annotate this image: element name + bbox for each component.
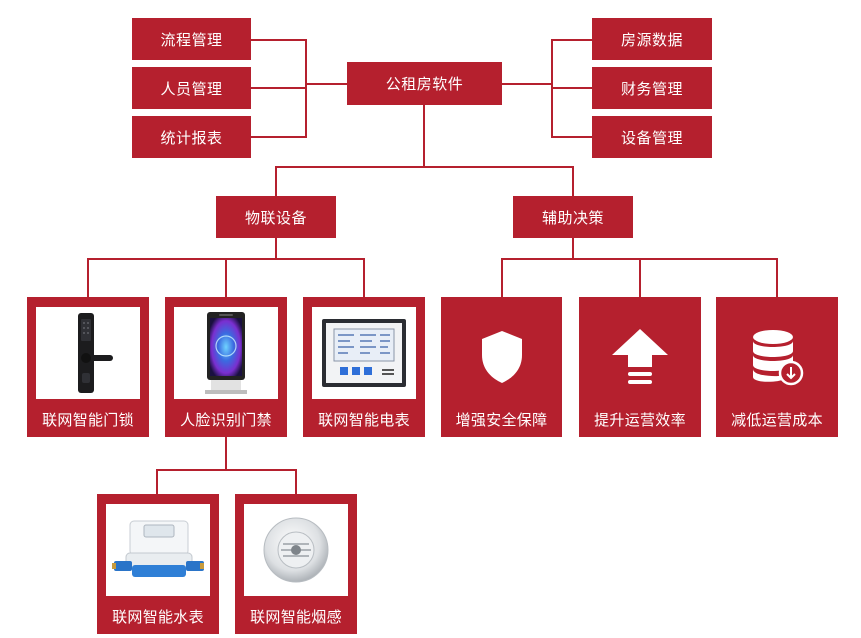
module-flow-management: 流程管理 [132,18,251,60]
decision-label: 减低运营成本 [731,410,823,429]
module-device-management: 设备管理 [592,116,712,158]
module-housing-data: 房源数据 [592,18,712,60]
decision-card-security: 增强安全保障 [441,297,562,437]
decision-label: 增强安全保障 [455,410,548,429]
branch-iot-devices: 物联设备 [216,196,336,238]
smoke-detector-image [263,517,329,583]
module-label: 房源数据 [620,30,683,49]
branch-decision-support: 辅助决策 [513,196,633,238]
module-label: 流程管理 [160,30,223,49]
decision-icon-area [579,315,701,399]
module-statistics-report: 统计报表 [132,116,251,158]
smart-door-lock-image [78,313,113,393]
module-staff-management: 人员管理 [132,67,251,109]
branch-label: 物联设备 [244,208,307,227]
device-label: 联网智能烟感 [250,607,342,626]
device-label: 联网智能门锁 [42,410,134,429]
face-split-line [156,469,297,494]
database-icon [753,330,804,386]
device-label: 人脸识别门禁 [180,410,272,429]
module-label: 统计报表 [160,128,223,147]
smart-water-meter-image [112,520,204,577]
face-recognition-terminal-image [205,312,247,394]
decision-card-cost: 减低运营成本 [716,297,838,437]
shield-icon [481,331,522,383]
decision-card-efficiency: 提升运营效率 [579,297,701,437]
module-label: 设备管理 [620,128,683,147]
decision-label: 提升运营效率 [594,410,686,429]
device-image-frame [106,504,210,596]
device-label: 联网智能水表 [112,607,204,626]
root-node: 公租房软件 [347,62,502,105]
module-label: 财务管理 [620,79,683,98]
decision-icon-area [716,315,838,399]
device-card-water-meter: 联网智能水表 [97,494,219,634]
branch-label: 辅助决策 [541,208,604,227]
decision-icon-area [441,315,562,399]
module-finance-management: 财务管理 [592,67,712,109]
upload-arrow-icon [612,329,668,384]
module-label: 人员管理 [160,79,223,98]
smart-electric-meter-image [322,319,406,387]
branch-split-line [275,166,574,196]
device-image-frame [36,307,140,399]
device-card-smoke-detector: 联网智能烟感 [235,494,357,634]
device-card-face-recognition: 人脸识别门禁 [165,297,287,437]
device-label: 联网智能电表 [318,410,410,429]
device-image-frame [174,307,278,399]
device-card-door-lock: 联网智能门锁 [27,297,149,437]
device-image-frame [244,504,348,596]
device-card-electric-meter: 联网智能电表 [303,297,425,437]
root-label: 公租房软件 [385,75,464,93]
device-image-frame [312,307,416,399]
